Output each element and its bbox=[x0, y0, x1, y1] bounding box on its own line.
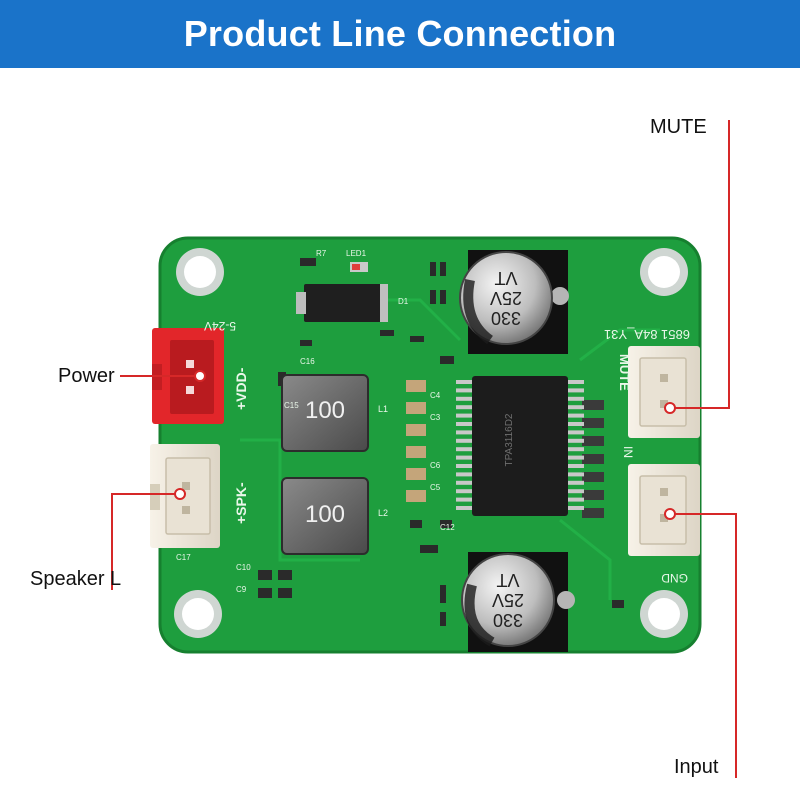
silk-c5: C5 bbox=[430, 483, 441, 492]
chip-marking: TPA3116D2 bbox=[504, 413, 515, 466]
mount-hole-br bbox=[640, 590, 688, 638]
chip-pin bbox=[566, 497, 584, 502]
chip-pin bbox=[456, 447, 474, 452]
silk-vdd: +VDD- bbox=[233, 367, 249, 410]
callout-lines bbox=[111, 120, 737, 778]
silk-c9: C9 bbox=[236, 585, 247, 594]
silk-board-code: 6851 84A_Y31 bbox=[604, 327, 690, 342]
chip-pin bbox=[456, 430, 474, 435]
chip-pin bbox=[456, 489, 474, 494]
chip-pin bbox=[566, 396, 584, 401]
silk-spk: +SPK- bbox=[233, 482, 249, 524]
capacitor-column bbox=[406, 380, 426, 502]
silk-l2: L2 bbox=[378, 508, 388, 518]
diode-d1 bbox=[296, 284, 388, 322]
cap-bottom-line2: 25V bbox=[492, 590, 524, 610]
chip-pin bbox=[566, 388, 584, 393]
inductor-l2-label: 100 bbox=[305, 501, 345, 528]
capacitor-bottom bbox=[461, 552, 575, 652]
chip-pin bbox=[456, 455, 474, 460]
chip-pin bbox=[566, 506, 584, 510]
cap-top-line1: 330 bbox=[491, 308, 521, 328]
chip-pin bbox=[566, 438, 584, 443]
chip-pin bbox=[456, 388, 474, 393]
mute-label: MUTE bbox=[650, 116, 707, 138]
silk-voltage: 5-24V bbox=[204, 319, 236, 333]
page-title: Product Line Connection bbox=[183, 13, 617, 54]
mute-callout-line bbox=[670, 120, 730, 409]
chip-pin bbox=[566, 380, 584, 384]
chip-pin bbox=[566, 472, 584, 477]
silk-c12: C12 bbox=[440, 523, 455, 532]
chip-pin bbox=[456, 497, 474, 502]
silk-r7: R7 bbox=[316, 249, 327, 258]
chip-pin bbox=[456, 380, 474, 384]
mute-connector bbox=[628, 346, 700, 438]
chip-pin bbox=[566, 447, 584, 452]
chip-pin bbox=[456, 480, 474, 485]
chip-pin bbox=[566, 480, 584, 485]
power-label: Power bbox=[58, 365, 115, 387]
silk-gnd: GND bbox=[661, 571, 688, 585]
input-label: Input bbox=[674, 756, 719, 778]
chip-pin bbox=[456, 405, 474, 410]
header-banner: Product Line Connection bbox=[0, 0, 800, 68]
capacitor-top bbox=[459, 250, 569, 354]
silk-in: IN bbox=[621, 446, 635, 458]
silk-c16: C16 bbox=[300, 357, 315, 366]
chip-pin bbox=[456, 464, 474, 468]
cap-top-line3: VT bbox=[494, 268, 517, 288]
chip-pin bbox=[566, 489, 584, 494]
chip-pin bbox=[566, 430, 584, 435]
chip-pin bbox=[456, 472, 474, 477]
silk-c15: C15 bbox=[284, 401, 299, 410]
resistor-array bbox=[582, 400, 604, 518]
silk-c17: C17 bbox=[176, 553, 191, 562]
inductor-l2 bbox=[281, 477, 369, 555]
input-callout-dot bbox=[664, 508, 676, 520]
silk-led1: LED1 bbox=[346, 249, 367, 258]
chip-pin bbox=[566, 455, 584, 460]
power-callout-dot bbox=[194, 370, 206, 382]
silk-c10: C10 bbox=[236, 563, 251, 572]
silk-l1: L1 bbox=[378, 404, 388, 414]
chip-pin bbox=[566, 464, 584, 468]
amplifier-chip bbox=[456, 376, 584, 516]
smd-components bbox=[258, 258, 624, 626]
inductor-l1-label: 100 bbox=[305, 397, 345, 424]
silk-c3: C3 bbox=[430, 413, 441, 422]
mount-hole-tl bbox=[176, 248, 224, 296]
chip-pin bbox=[456, 422, 474, 426]
chip-pin bbox=[456, 413, 474, 418]
mount-hole-tr bbox=[640, 248, 688, 296]
silk-c4: C4 bbox=[430, 391, 441, 400]
chip-pin bbox=[566, 422, 584, 426]
chip-pin bbox=[456, 396, 474, 401]
speaker-callout-dot bbox=[174, 488, 186, 500]
cap-top-line2: 25V bbox=[490, 288, 522, 308]
mute-callout-dot bbox=[664, 402, 676, 414]
mount-hole-bl bbox=[174, 590, 222, 638]
chip-pin bbox=[456, 438, 474, 443]
cap-bottom-line3: VT bbox=[496, 570, 519, 590]
chip-pin bbox=[566, 413, 584, 418]
cap-bottom-line1: 330 bbox=[493, 610, 523, 630]
silk-d1: D1 bbox=[398, 297, 409, 306]
speaker-callout-line bbox=[111, 493, 180, 590]
chip-pin bbox=[566, 405, 584, 410]
inductor-l1 bbox=[281, 374, 369, 452]
speaker-label: Speaker L bbox=[30, 568, 122, 590]
input-callout-line bbox=[670, 513, 737, 778]
chip-pin bbox=[456, 506, 474, 510]
silk-mute: MUTE bbox=[617, 354, 632, 391]
input-connector bbox=[628, 464, 700, 556]
silk-c6: C6 bbox=[430, 461, 441, 470]
